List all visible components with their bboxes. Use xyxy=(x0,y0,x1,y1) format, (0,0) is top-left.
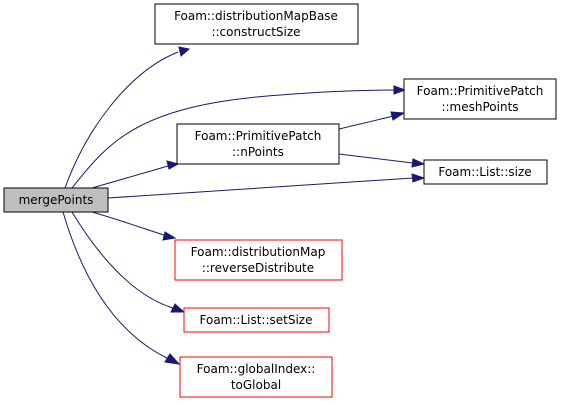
node-construct-size-line-2: ::constructSize xyxy=(211,25,300,39)
node-to-global-box xyxy=(179,356,333,398)
edge-root-reverseDistribute xyxy=(91,211,177,241)
edge-root-size xyxy=(107,173,426,199)
node-mesh-points-box xyxy=(403,78,557,120)
edges xyxy=(62,46,426,365)
node-mesh-points-line-1: Foam::PrimitivePatch xyxy=(417,84,544,98)
node-list-size-box xyxy=(423,159,548,185)
node-reverse-distribute-line-1: Foam::distributionMap xyxy=(191,245,326,259)
node-set-size-box xyxy=(183,307,330,333)
node-set-size-label: Foam::List::setSize xyxy=(200,313,313,327)
node-n-points[interactable]: Foam::PrimitivePatch ::nPoints xyxy=(176,123,340,165)
edge-root-meshPoints xyxy=(71,85,407,189)
node-n-points-line-1: Foam::PrimitivePatch xyxy=(195,129,322,143)
edge-nPoints-size xyxy=(338,153,426,168)
node-merge-points[interactable]: mergePoints xyxy=(3,187,109,213)
node-construct-size-box xyxy=(154,3,359,45)
edge-nPoints-meshPoints xyxy=(338,111,406,130)
node-to-global-line-2: toGlobal xyxy=(231,378,281,392)
node-to-global-line-1: Foam::globalIndex:: xyxy=(197,362,316,376)
node-list-size-label: Foam::List::size xyxy=(438,165,531,179)
node-construct-size[interactable]: Foam::distributionMapBase ::constructSiz… xyxy=(154,3,359,45)
edge-root-nPoints xyxy=(91,160,180,189)
edge-root-setSize xyxy=(71,211,186,313)
node-n-points-box xyxy=(176,123,340,165)
node-merge-points-box xyxy=(3,187,109,213)
node-mesh-points-line-2: ::meshPoints xyxy=(441,100,518,114)
node-list-size[interactable]: Foam::List::size xyxy=(423,159,548,185)
edge-root-constructSize xyxy=(64,46,191,189)
node-n-points-line-2: ::nPoints xyxy=(232,145,284,159)
edge-root-toGlobal xyxy=(62,211,181,365)
node-to-global[interactable]: Foam::globalIndex:: toGlobal xyxy=(179,356,333,398)
node-set-size[interactable]: Foam::List::setSize xyxy=(183,307,330,333)
node-reverse-distribute-line-2: ::reverseDistribute xyxy=(202,261,314,275)
node-reverse-distribute[interactable]: Foam::distributionMap ::reverseDistribut… xyxy=(174,239,343,281)
node-reverse-distribute-box xyxy=(174,239,343,281)
node-merge-points-label: mergePoints xyxy=(19,193,94,207)
node-construct-size-line-1: Foam::distributionMapBase xyxy=(174,9,338,23)
node-mesh-points[interactable]: Foam::PrimitivePatch ::meshPoints xyxy=(403,78,557,120)
